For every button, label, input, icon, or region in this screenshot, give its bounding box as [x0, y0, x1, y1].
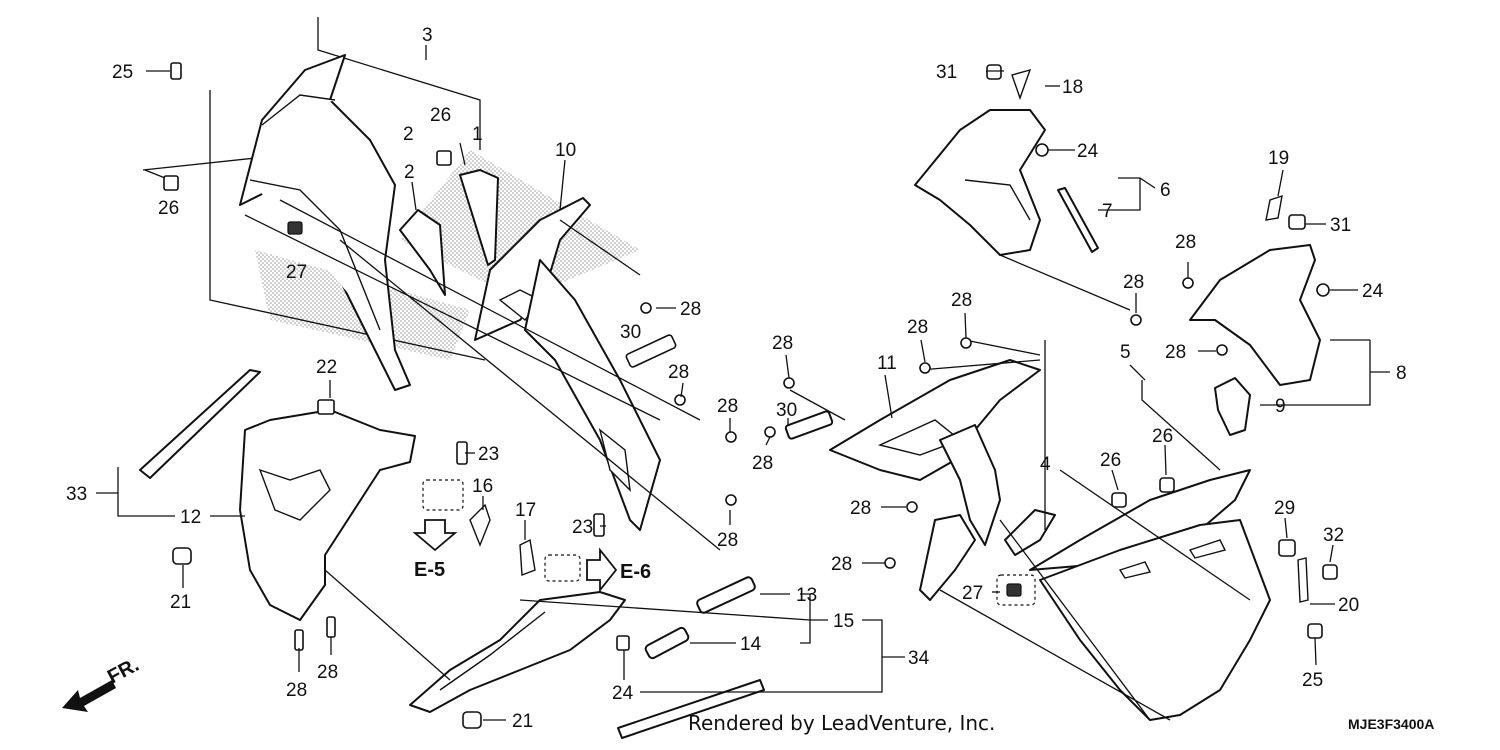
callout-12: 12	[180, 507, 201, 528]
callout-34: 34	[908, 648, 930, 669]
callout-3: 3	[422, 25, 433, 46]
callout-30: 30	[620, 322, 641, 343]
callout-15: 15	[833, 611, 854, 632]
callout-28: 28	[717, 530, 738, 551]
leader-lines	[96, 45, 1390, 721]
callout-23: 23	[572, 517, 593, 538]
callout-28: 28	[1175, 232, 1196, 253]
callout-28: 28	[668, 362, 689, 383]
reference-arrow-e5[interactable]: E-5	[412, 519, 458, 581]
callout-25: 25	[112, 62, 133, 83]
callout-13: 13	[796, 585, 817, 606]
callout-25: 25	[1302, 670, 1323, 691]
callout-8: 8	[1396, 363, 1407, 384]
callout-11: 11	[877, 353, 897, 374]
right-side-cowl-group	[764, 337, 1338, 721]
callout-16: 16	[472, 476, 493, 497]
callout-28: 28	[831, 554, 852, 575]
callout-22: 22	[316, 357, 337, 378]
callout-28: 28	[286, 680, 307, 701]
ref-label-e5[interactable]: E-5	[414, 559, 445, 581]
lower-cowl-group	[139, 369, 811, 739]
callout-labels: 25 3 26 1 2 2 10 26 27 28 30 28 28 22 23…	[66, 25, 1407, 732]
callout-2: 2	[403, 124, 414, 145]
callout-24: 24	[1077, 141, 1099, 162]
callout-28: 28	[951, 290, 972, 311]
callout-28: 28	[907, 317, 928, 338]
callout-10: 10	[555, 140, 576, 161]
callout-5: 5	[1120, 342, 1131, 363]
callout-26: 26	[430, 105, 451, 126]
callout-31: 31	[936, 62, 957, 83]
callout-33: 33	[66, 484, 87, 505]
callout-2: 2	[404, 162, 415, 183]
callout-26: 26	[1152, 426, 1173, 447]
callout-29: 29	[1274, 498, 1295, 519]
inner-panel-group	[914, 64, 1371, 436]
callout-20: 20	[1338, 595, 1359, 616]
callout-9: 9	[1275, 396, 1286, 417]
callout-28: 28	[717, 396, 738, 417]
callout-7: 7	[1102, 201, 1113, 222]
callout-28: 28	[680, 299, 701, 320]
callout-4: 4	[1040, 454, 1051, 475]
callout-28: 28	[317, 662, 338, 683]
credit-text: Rendered by LeadVenture, Inc.	[688, 711, 996, 735]
callout-30: 30	[776, 400, 797, 421]
diagram-code: MJE3F3400A	[1348, 716, 1435, 732]
callout-28: 28	[772, 333, 793, 354]
callout-26: 26	[158, 198, 179, 219]
upper-cowl-group	[142, 17, 737, 551]
callout-28: 28	[752, 453, 773, 474]
callout-24: 24	[612, 683, 634, 704]
callout-27: 27	[962, 583, 983, 604]
callout-31: 31	[1330, 215, 1351, 236]
callout-28: 28	[1165, 342, 1186, 363]
callout-26: 26	[1100, 450, 1121, 471]
callout-21: 21	[512, 711, 533, 732]
callout-28: 28	[1123, 272, 1144, 293]
reference-arrow-e6[interactable]: E-6	[586, 547, 651, 593]
callout-32: 32	[1323, 525, 1344, 546]
callout-23: 23	[478, 444, 499, 465]
callout-18: 18	[1062, 77, 1083, 98]
callout-28: 28	[850, 498, 871, 519]
callout-17: 17	[515, 500, 536, 521]
callout-6: 6	[1160, 180, 1171, 201]
callout-1: 1	[472, 124, 483, 145]
callout-19: 19	[1268, 148, 1289, 169]
front-direction-arrow: FR.	[62, 654, 143, 712]
callout-14: 14	[740, 634, 762, 655]
callout-21: 21	[170, 592, 191, 613]
callout-24: 24	[1362, 281, 1384, 302]
callout-27: 27	[286, 262, 307, 283]
ref-label-e6[interactable]: E-6	[620, 561, 651, 583]
